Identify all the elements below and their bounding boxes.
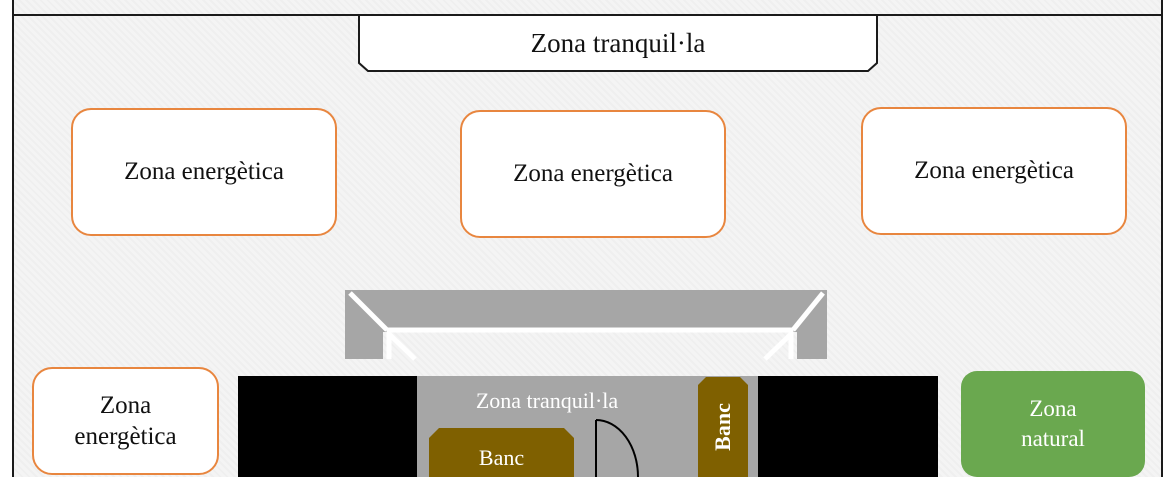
bench-horizontal: Banc [429,428,574,477]
energy-zone-2-label: Zona energètica [513,160,673,188]
natural-zone: Zona natural [961,371,1145,477]
title-label: Zona tranquil·la [530,27,706,58]
door-swing-icon [595,419,639,477]
corridor-label: Zona tranquil·la [475,388,619,413]
energy-zone-2: Zona energètica [460,110,726,238]
bench-horizontal-shape [429,428,574,477]
natural-zone-label: Zona natural [1021,396,1085,451]
energy-zone-3: Zona energètica [861,107,1127,235]
energy-zone-1-label: Zona energètica [124,158,284,186]
bench-vertical: Banc [698,377,748,477]
energy-zone-1: Zona energètica [71,108,337,236]
title-label-shape [358,14,878,72]
bench-vertical-shape [698,377,748,477]
bench-horizontal-label: Banc [478,444,525,470]
bench-vertical-label: Banc [710,403,735,451]
energy-zone-4: Zona energètica [32,367,219,475]
left-black-block [238,376,417,477]
title-label-box: Zona tranquil·la [358,14,878,72]
energy-zone-3-label: Zona energètica [914,157,1074,185]
stair-structure [345,290,827,361]
energy-zone-4-label: Zona energètica [74,391,177,450]
right-black-block [758,376,938,477]
